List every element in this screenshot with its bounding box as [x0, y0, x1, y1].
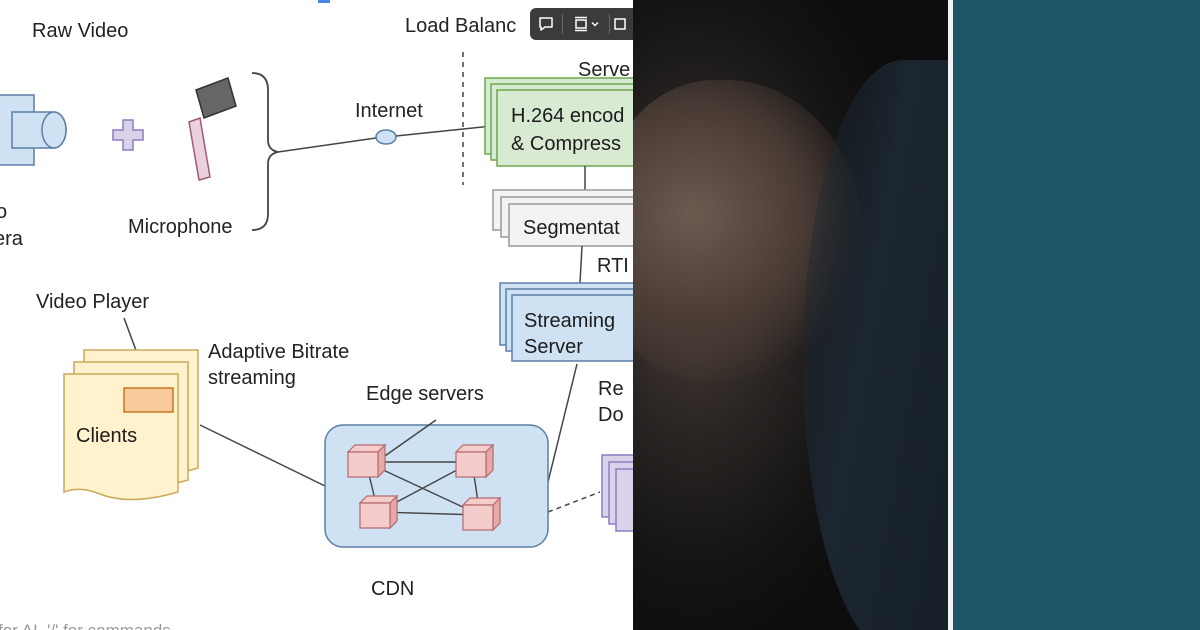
streaming-server-label-line2: Server: [524, 336, 583, 358]
server-header-label: Serve: [578, 59, 630, 81]
camera-icon: [0, 94, 67, 166]
encoder-stack: [484, 77, 633, 167]
camera-label-line2: era: [0, 228, 24, 250]
storage-stack: [601, 454, 633, 532]
segmentation-stack: [492, 189, 633, 247]
segmentation-label: Segmentat: [523, 217, 620, 239]
top-edge-mark: [318, 0, 330, 3]
toolbar-separator: [562, 14, 563, 34]
replicate-label-line1: Re: [598, 378, 624, 400]
adaptive-bitrate-label-line1: Adaptive Bitrate: [208, 341, 349, 363]
architecture-diagram: Raw Video o era Microphone Internet Load…: [0, 0, 633, 630]
footer-hint: for AI, '/' for commands: [0, 621, 171, 630]
diagram-panel: Raw Video o era Microphone Internet Load…: [0, 0, 633, 630]
streaming-server-label-line1: Streaming: [524, 310, 615, 332]
plus-icon: [112, 119, 144, 151]
connector-internet-encoder: [395, 125, 493, 137]
cdn-label: CDN: [371, 578, 414, 600]
connector-segmentation-streaming: [579, 245, 583, 284]
video-player-label: Video Player: [36, 291, 149, 313]
microphone-label: Microphone: [128, 216, 233, 238]
edge-servers-label: Edge servers: [366, 383, 484, 405]
load-balancer-label: Load Balanc: [405, 15, 516, 37]
connector-brace-internet: [277, 137, 377, 153]
encoder-label-line2: & Compress: [511, 133, 621, 155]
raw-video-label: Raw Video: [32, 20, 128, 42]
clients-label: Clients: [76, 425, 137, 447]
connector-streaming-cdn: [547, 363, 578, 483]
panel-divider: [948, 0, 953, 630]
frame-icon: [614, 18, 626, 30]
edge-server-cube-2: [454, 443, 495, 479]
input-brace: [251, 72, 279, 231]
edge-servers-pointer: [381, 419, 437, 459]
streaming-server-stack: [499, 282, 633, 362]
comment-icon: [539, 17, 553, 31]
connector-clients-cdn: [199, 424, 326, 487]
replicate-label-line2: Do: [598, 404, 624, 426]
more-button[interactable]: [610, 8, 630, 40]
internet-label: Internet: [355, 100, 423, 122]
rtmp-label: RTI: [597, 255, 629, 277]
edge-server-cube-1: [346, 443, 387, 479]
adaptive-bitrate-label-line2: streaming: [208, 367, 296, 389]
comment-button[interactable]: [530, 8, 562, 40]
cdn-box: [324, 424, 549, 548]
toolbar-separator: [609, 14, 610, 34]
edge-server-cube-3: [358, 494, 399, 530]
camera-label-line1: o: [0, 201, 7, 223]
frame-button[interactable]: [563, 8, 609, 40]
video-player-box: [123, 387, 174, 413]
internet-node: [375, 129, 397, 145]
encoder-label-line1: H.264 encod: [511, 105, 624, 127]
floating-toolbar: [530, 8, 633, 40]
frame-icon: [575, 16, 587, 32]
chevron-down-icon: [591, 22, 599, 27]
connector-cdn-storage: [547, 491, 601, 513]
edge-server-cube-4: [461, 496, 502, 532]
hand-photo: [633, 0, 948, 630]
clients-stack: [63, 349, 199, 501]
teal-panel: [953, 0, 1200, 630]
microphone-icon: [188, 77, 237, 181]
